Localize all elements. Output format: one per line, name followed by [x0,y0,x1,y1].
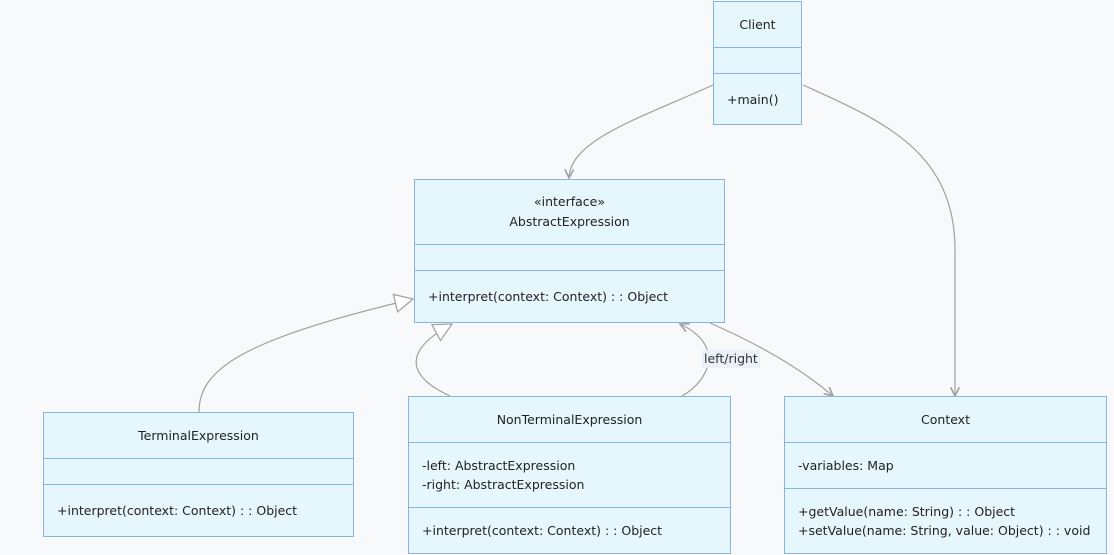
class-client-name: Client [739,16,776,32]
class-nonterminal-expression[interactable]: NonTerminalExpression -left: AbstractExp… [408,396,731,554]
class-context-name: Context [921,411,970,427]
class-terminal-expression-methods: +interpret(context: Context) : : Object [44,485,353,536]
edge-client-context [802,84,955,396]
class-client-methods: +main() [714,74,801,124]
edge-nonterminal-abstract [415,324,452,397]
class-client-attributes [714,48,801,74]
class-abstract-expression-methods: +interpret(context: Context) : : Object [415,271,724,322]
class-nonterminal-expression-attributes: -left: AbstractExpression -right: Abstra… [409,443,730,508]
class-abstract-expression[interactable]: «interface» AbstractExpression +interpre… [414,179,725,323]
left-right-label: left/right [702,350,760,368]
edge-client-abstract [569,84,714,178]
class-abstract-expression-attributes [415,245,724,271]
class-terminal-expression[interactable]: TerminalExpression +interpret(context: C… [43,412,354,537]
class-nonterminal-expression-name: NonTerminalExpression [496,411,643,427]
abstract-expression-method: +interpret(context: Context) : : Object [428,289,669,304]
class-terminal-expression-name: TerminalExpression [138,427,259,443]
edge-terminal-abstract [198,299,413,413]
terminal-expression-method: +interpret(context: Context) : : Object [57,503,298,518]
class-context[interactable]: Context -variables: Map +getValue(name: … [784,396,1107,554]
class-nonterminal-expression-methods: +interpret(context: Context) : : Object [409,508,730,553]
class-terminal-expression-header: TerminalExpression [44,413,353,459]
class-client[interactable]: Client +main() [713,1,802,125]
class-terminal-expression-attributes [44,459,353,485]
client-method: +main() [727,91,779,107]
class-context-header: Context [785,397,1106,443]
class-nonterminal-expression-header: NonTerminalExpression [409,397,730,443]
class-context-attributes: -variables: Map [785,443,1106,489]
edge-abstract-context [709,322,833,396]
class-context-methods: +getValue(name: String) : : Object +setV… [785,489,1106,553]
nonterminal-expression-method: +interpret(context: Context) : : Object [422,523,663,538]
context-method-get-value: +getValue(name: String) : : Object [798,504,1016,519]
context-attribute-variables: -variables: Map [798,458,894,473]
class-abstract-expression-stereotype: «interface» [533,194,606,209]
nonterminal-attribute-right: -right: AbstractExpression [422,477,585,492]
context-method-set-value: +setValue(name: String, value: Object) :… [798,523,1091,538]
nonterminal-attribute-left: -left: AbstractExpression [422,458,576,473]
class-client-header: Client [714,2,801,48]
class-abstract-expression-name: AbstractExpression [509,214,630,229]
class-abstract-expression-header: «interface» AbstractExpression [415,180,724,245]
